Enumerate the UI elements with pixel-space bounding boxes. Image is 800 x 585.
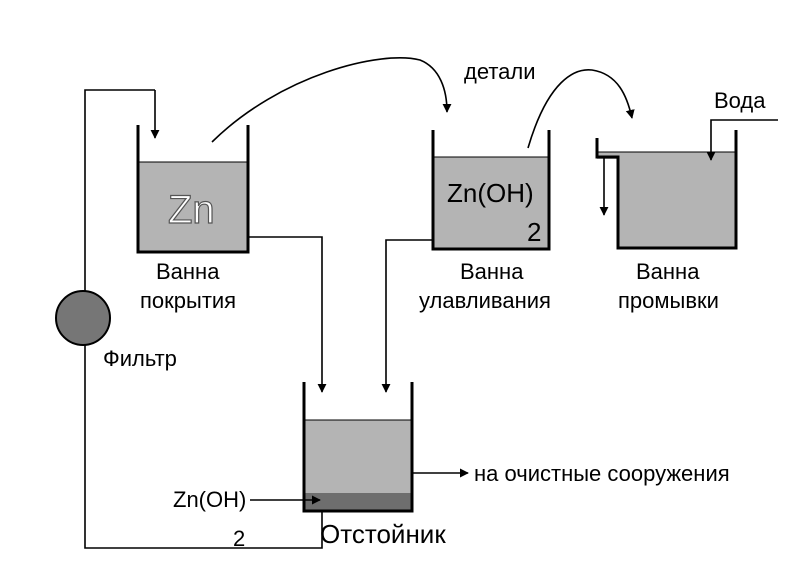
recovery-bath-label-1: Ванна [460,259,524,284]
parts-transfer-arrow [211,57,452,143]
parts-label: детали [464,59,536,84]
rinse-bath-label-1: Ванна [636,259,700,284]
filter-icon [55,290,111,346]
sediment-chem-sub: 2 [233,526,245,551]
coating-bath-label-2: покрытия [140,288,236,313]
recovery-drain-line [381,239,433,393]
sediment-chem: Zn(OH) [173,487,246,512]
settler [302,382,414,513]
filter-label: Фильтр [103,346,177,371]
filter-loop [84,89,323,549]
treatment-label: на очистные сооружения [474,461,730,486]
recovery-bath-label-2: улавливания [419,288,551,313]
recovery-bath-chem-sub: 2 [527,217,541,247]
water-label: Вода [714,88,766,113]
recovery-bath-chem: Zn(OH) [447,178,534,208]
coating-bath-chem: Zn [168,188,215,232]
recovery-bath [431,130,551,251]
settler-label: Отстойник [320,519,446,549]
rinse-bath [595,130,738,250]
rinse-bath-label-2: промывки [618,288,719,313]
parts-transfer-arrow-2 [527,69,635,149]
coating-bath [136,125,250,254]
coating-drain-line [248,236,327,393]
coating-bath-label-1: Ванна [156,259,220,284]
water-inlet-line [706,119,778,161]
